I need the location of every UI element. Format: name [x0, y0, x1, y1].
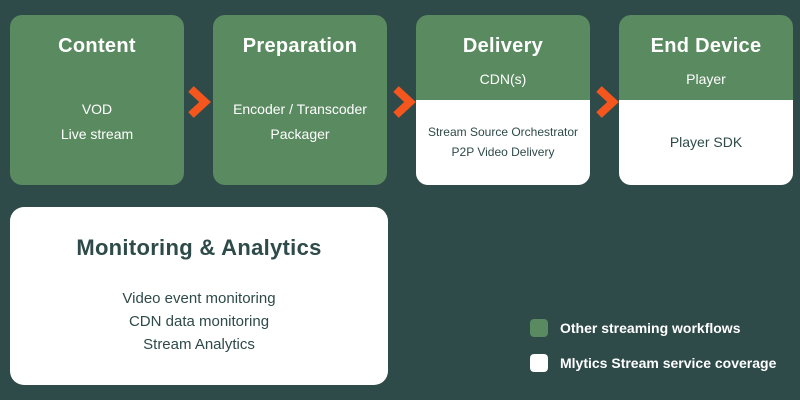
service-coverage-section: Stream Source Orchestrator P2P Video Del… [416, 100, 590, 185]
legend-swatch-green [530, 319, 548, 337]
box-item: Live stream [60, 125, 134, 142]
box-item: Packager [270, 125, 330, 142]
service-item: Player SDK [669, 133, 743, 150]
flow-box-preparation: Preparation Encoder / Transcoder Package… [213, 15, 387, 185]
chevron-right-icon [393, 86, 416, 118]
service-coverage-section: Player SDK [619, 100, 793, 185]
box-header: End Device Player [619, 15, 793, 100]
legend-label: Other streaming workflows [560, 320, 741, 336]
flow-box-content: Content VOD Live stream [10, 15, 184, 185]
legend: Other streaming workflows Mlytics Stream… [530, 319, 776, 389]
flow-box-end-device: End Device Player Player SDK [619, 15, 793, 185]
legend-label: Mlytics Stream service coverage [560, 355, 777, 371]
chevron-right-icon [188, 86, 211, 118]
box-title: Preparation [242, 35, 358, 57]
box-header: Delivery CDN(s) [416, 15, 590, 100]
box-title: End Device [650, 35, 762, 57]
flow-box-delivery: Delivery CDN(s) Stream Source Orchestrat… [416, 15, 590, 185]
monitoring-analytics-box: Monitoring & Analytics Video event monit… [10, 207, 388, 385]
legend-item: Other streaming workflows [530, 319, 776, 337]
service-item: P2P Video Delivery [451, 145, 555, 159]
chevron-right-icon [596, 86, 619, 118]
legend-swatch-white [530, 354, 548, 372]
legend-item: Mlytics Stream service coverage [530, 354, 776, 372]
service-item: Stream Source Orchestrator [427, 125, 579, 139]
monitoring-items: Video event monitoring CDN data monitori… [10, 287, 388, 356]
box-subtitle: Player [686, 71, 726, 87]
box-items: VOD Live stream [10, 58, 184, 185]
monitoring-item: Video event monitoring [122, 290, 276, 307]
box-items: Encoder / Transcoder Packager [213, 58, 387, 185]
monitoring-item: Stream Analytics [143, 336, 255, 353]
box-item: VOD [81, 101, 113, 118]
monitoring-title: Monitoring & Analytics [76, 235, 322, 260]
monitoring-item: CDN data monitoring [128, 313, 270, 330]
box-item: Encoder / Transcoder [233, 101, 367, 118]
box-title: Delivery [462, 35, 544, 57]
box-subtitle: CDN(s) [479, 71, 527, 87]
box-title: Content [58, 35, 136, 57]
